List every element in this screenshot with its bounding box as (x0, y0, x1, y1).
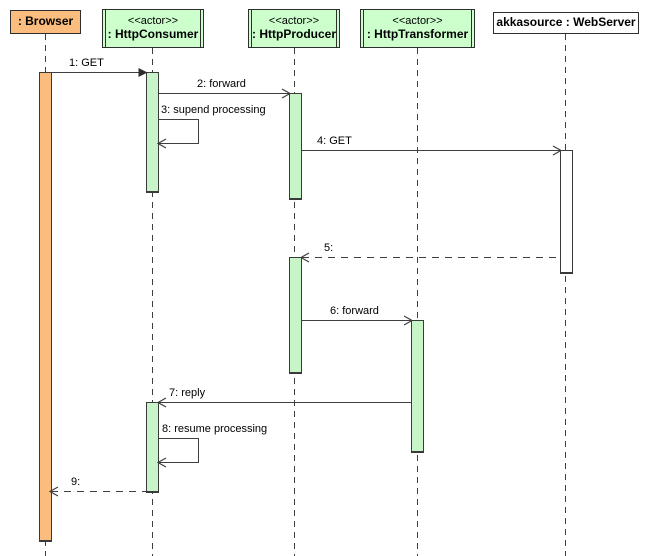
participant-web-server-label: akkasource : WebServer (496, 15, 636, 30)
message-3-label: 3: supend processing (161, 104, 266, 116)
message-4-get: 4: GET (302, 135, 562, 156)
message-2-label: 2: forward (197, 78, 246, 90)
arrowhead-open-right-icon (552, 145, 562, 156)
message-1-label: 1: GET (69, 57, 104, 69)
participant-http-consumer-label: : HttpConsumer (107, 26, 199, 41)
arrowhead-open-right-icon (281, 88, 291, 99)
arrowhead-open-left-icon (157, 457, 167, 468)
message-1-line (51, 72, 146, 73)
message-2-line (159, 93, 289, 94)
message-3-self: 3: supend processing (157, 104, 266, 149)
lifeline-http-consumer (152, 48, 153, 556)
arrowhead-filled-right-icon (138, 68, 148, 77)
lifeline-web-server (565, 34, 566, 556)
message-7-reply: 7: reply (157, 387, 411, 408)
message-9-reply: 9: (49, 476, 146, 497)
arrowhead-open-right-icon (403, 315, 413, 326)
message-1-get: 1: GET (51, 57, 148, 77)
participant-http-transformer-stereotype: <<actor>> (392, 15, 443, 28)
message-4-line (302, 150, 560, 151)
message-9-line (51, 491, 146, 492)
participant-http-consumer-stereotype: <<actor>> (127, 15, 179, 28)
participant-http-consumer: <<actor>> : HttpConsumer (102, 9, 204, 48)
participant-web-server: akkasource : WebServer (493, 12, 639, 34)
participant-browser: : Browser (10, 10, 81, 34)
participant-http-transformer: <<actor>> : HttpTransformer (360, 9, 475, 48)
activation-http-consumer-1 (146, 72, 159, 193)
activation-http-consumer-2 (146, 402, 159, 493)
message-6-line (302, 320, 411, 321)
message-5-reply: 5: (300, 242, 560, 263)
message-5-line (302, 257, 560, 258)
activation-web-server (560, 150, 573, 274)
participant-http-transformer-label: : HttpTransformer (366, 26, 469, 41)
arrowhead-open-left-icon (49, 486, 59, 497)
participant-browser-label: : Browser (17, 14, 74, 29)
participant-http-producer: <<actor>> : HttpProducer (248, 9, 340, 48)
message-7-line (159, 402, 411, 403)
lifeline-http-transformer (417, 48, 418, 556)
message-7-label: 7: reply (169, 387, 206, 399)
message-6-label: 6: forward (330, 305, 379, 317)
message-8-self: 8: resume processing (157, 423, 267, 468)
activation-http-producer-1 (289, 93, 302, 200)
message-5-label: 5: (324, 242, 334, 254)
message-2-forward: 2: forward (159, 78, 291, 99)
participant-http-producer-label: : HttpProducer (252, 26, 336, 41)
message-6-forward: 6: forward (302, 305, 413, 326)
participant-http-producer-stereotype: <<actor>> (268, 15, 320, 28)
activation-http-producer-2 (289, 257, 302, 374)
message-8-label: 8: resume processing (162, 423, 268, 435)
arrowhead-open-left-icon (157, 138, 167, 149)
activation-http-transformer (411, 320, 424, 453)
arrowhead-open-left-icon (300, 252, 310, 263)
activation-browser (39, 72, 52, 542)
message-4-label: 4: GET (317, 135, 352, 147)
arrowhead-open-left-icon (157, 397, 167, 408)
message-9-label: 9: (71, 476, 81, 488)
